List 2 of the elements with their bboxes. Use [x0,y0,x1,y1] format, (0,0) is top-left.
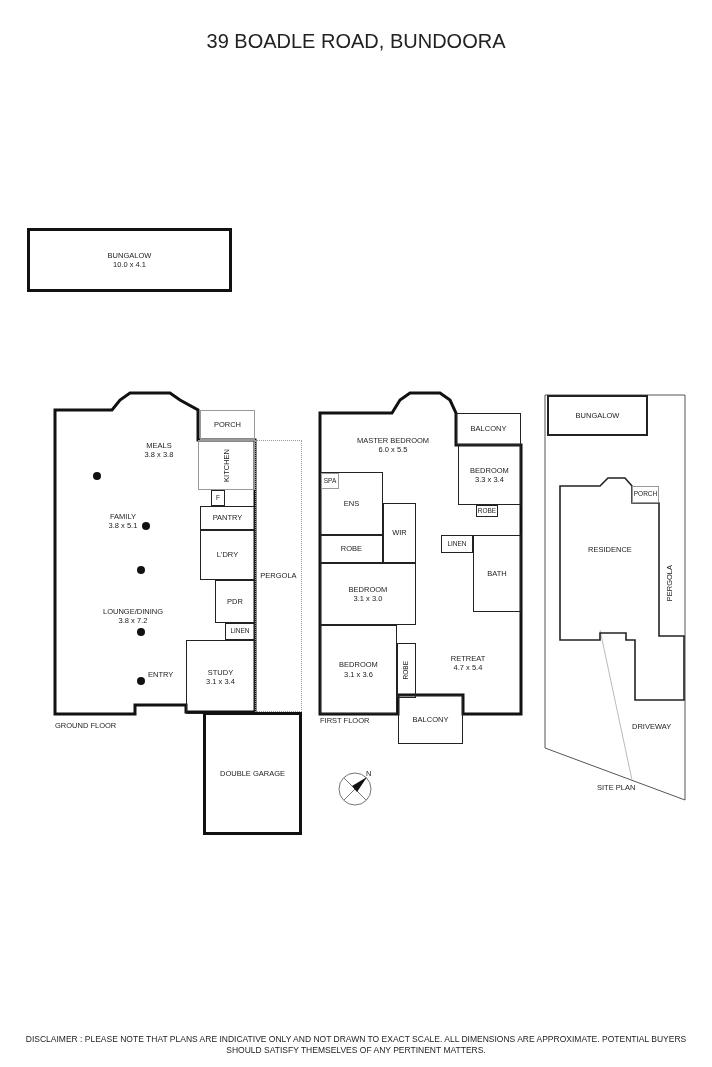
title: 39 BOADLE ROAD, BUNDOORA [205,30,507,53]
disclaimer-text: DISCLAIMER : PLEASE NOTE THAT PLANS ARE INDICATIVE ONLY AND NOT DRAWN TO EXACT SCALE. ALL DIMENSIONS ARE APPROXIMATE. POTENTIAL BUYERS SHOULD SATISFY THEMSELVES OF ANY PERTINENT MATTERS. [24,1034,688,1057]
